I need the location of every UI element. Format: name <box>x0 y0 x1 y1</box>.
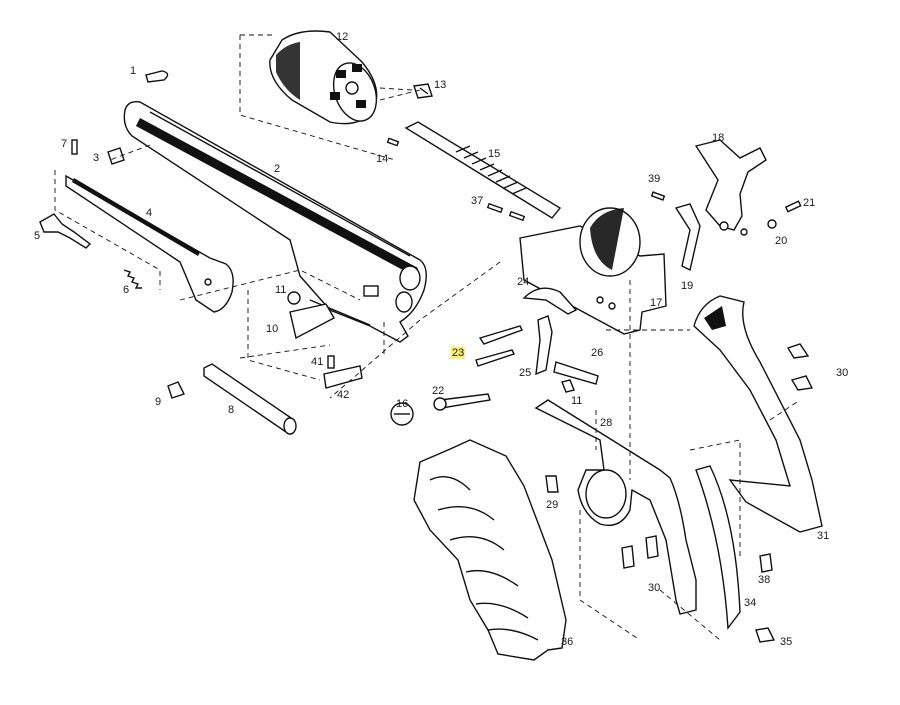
backstrap-part <box>693 295 823 533</box>
part-label-18: 18 <box>712 132 725 144</box>
part-label-4: 4 <box>146 207 153 219</box>
part-label-17: 17 <box>650 297 663 309</box>
trigger-guard-part <box>534 399 697 615</box>
part-label-25: 25 <box>519 367 532 379</box>
part-label-34: 34 <box>744 597 757 609</box>
part-label-30-bottom: 30 <box>648 582 661 594</box>
barrel-part <box>123 100 427 343</box>
part-label-41: 41 <box>311 356 324 368</box>
part-label-13: 13 <box>434 79 447 91</box>
part-label-14: 14 <box>376 153 389 165</box>
part-label-16: 16 <box>396 398 409 410</box>
part-label-26: 26 <box>591 347 604 359</box>
frame-part <box>519 207 667 335</box>
part-label-1: 1 <box>130 65 137 77</box>
part-label-8: 8 <box>228 404 235 416</box>
part-label-10: 10 <box>266 323 279 335</box>
arbor-part <box>404 121 562 219</box>
part-label-36: 36 <box>561 636 574 648</box>
part-label-3: 3 <box>93 152 100 164</box>
part-label-12: 12 <box>336 31 349 43</box>
part-label-11-right: 11 <box>571 395 583 407</box>
part-label-7: 7 <box>61 138 68 150</box>
part-label-39: 39 <box>648 173 661 185</box>
part-label-42: 42 <box>337 389 350 401</box>
part-label-23-highlighted: 23 <box>451 347 466 359</box>
part-label-31: 31 <box>817 530 830 542</box>
part-label-29: 29 <box>546 499 559 511</box>
part-label-22: 22 <box>432 385 445 397</box>
part-label-38: 38 <box>758 574 771 586</box>
part-label-28: 28 <box>600 417 613 429</box>
part-label-2: 2 <box>274 163 281 175</box>
part-label-19: 19 <box>681 280 694 292</box>
part-label-9: 9 <box>155 396 162 408</box>
part-label-21: 21 <box>803 197 816 209</box>
grips-part <box>413 439 567 661</box>
loading-lever-part <box>65 174 234 313</box>
part-label-37: 37 <box>471 195 484 207</box>
part-label-30-right: 30 <box>836 367 849 379</box>
part-label-15: 15 <box>488 148 501 160</box>
part-label-20: 20 <box>775 235 788 247</box>
nipple-part <box>413 83 433 99</box>
part-label-11-left: 11 <box>275 284 287 296</box>
part-label-35: 35 <box>780 636 793 648</box>
part-label-24: 24 <box>517 276 530 288</box>
cylinder-part <box>269 30 378 125</box>
part-label-5: 5 <box>34 230 41 242</box>
part-label-6: 6 <box>123 284 130 296</box>
